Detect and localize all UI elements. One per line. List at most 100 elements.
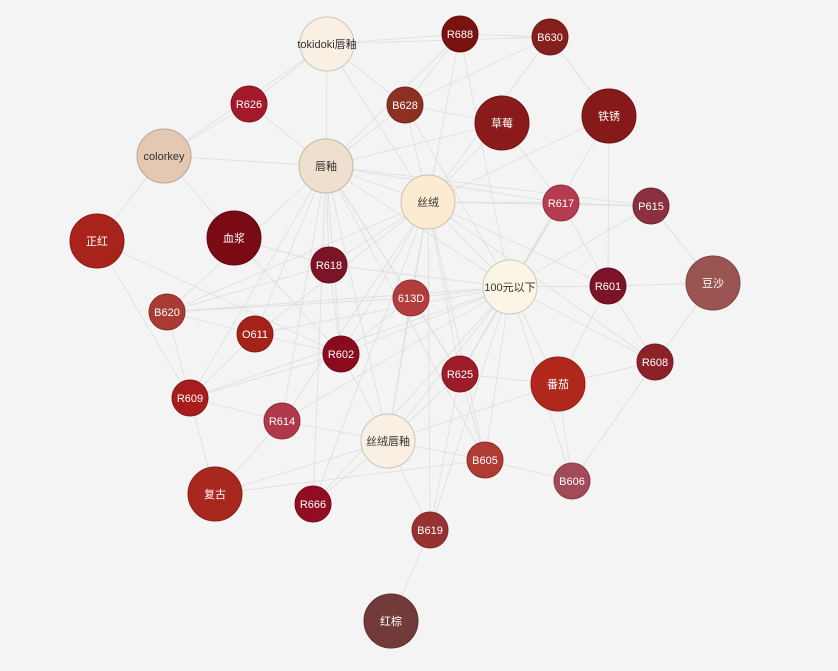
node-circle[interactable]	[171, 379, 209, 417]
node-circle[interactable]	[187, 466, 243, 522]
node-sirong[interactable]: 丝绒	[400, 174, 456, 230]
edge-sirong-P615	[427, 201, 652, 207]
node-circle[interactable]	[531, 18, 569, 56]
node-R602[interactable]: R602	[322, 335, 360, 373]
node-circle[interactable]	[400, 174, 456, 230]
node-fugu[interactable]: 复古	[187, 466, 243, 522]
node-circle[interactable]	[482, 259, 538, 315]
edge-sirong-R602	[340, 201, 429, 355]
node-circle[interactable]	[441, 15, 479, 53]
edge-chunyou-sirongchunyou	[325, 165, 389, 442]
node-circle[interactable]	[632, 187, 670, 225]
edge-sirong-R625	[427, 201, 461, 375]
node-chunyou[interactable]: 唇釉	[298, 138, 354, 194]
node-circle[interactable]	[392, 279, 430, 317]
node-circle[interactable]	[685, 255, 741, 311]
node-R688[interactable]: R688	[441, 15, 479, 53]
edge-R688-sirong	[427, 33, 461, 203]
edge-613D-B620	[166, 297, 412, 313]
node-circle[interactable]	[322, 335, 360, 373]
node-circle[interactable]	[441, 355, 479, 393]
node-circle[interactable]	[310, 246, 348, 284]
node-R614[interactable]: R614	[263, 402, 301, 440]
edge-sirong-R601	[427, 201, 609, 287]
node-R666[interactable]: R666	[294, 485, 332, 523]
node-R601[interactable]: R601	[589, 267, 627, 305]
edge-100yuan-R666	[312, 286, 511, 505]
node-tokidoki[interactable]: tokidoki唇釉	[297, 16, 357, 72]
edge-R688-100yuan	[459, 33, 511, 288]
node-circle[interactable]	[263, 402, 301, 440]
edge-B630-B628	[404, 36, 551, 106]
edge-tiexiu-sirong	[427, 115, 610, 203]
node-zhenghong[interactable]: 正红	[69, 213, 125, 269]
node-R617[interactable]: R617	[542, 184, 580, 222]
node-613D[interactable]: 613D	[392, 279, 430, 317]
node-xuejiang[interactable]: 血浆	[206, 210, 262, 266]
node-O611[interactable]: O611	[236, 315, 274, 353]
node-B628[interactable]: B628	[386, 86, 424, 124]
node-circle[interactable]	[136, 128, 192, 184]
node-circle[interactable]	[363, 593, 419, 649]
node-circle[interactable]	[294, 485, 332, 523]
node-R626[interactable]: R626	[230, 85, 268, 123]
node-tiexiu[interactable]: 铁锈	[581, 88, 637, 144]
node-R618[interactable]: R618	[310, 246, 348, 284]
node-circle[interactable]	[230, 85, 268, 123]
node-circle[interactable]	[553, 462, 591, 500]
edge-chunyou-R666	[312, 165, 327, 505]
node-circle[interactable]	[298, 138, 354, 194]
node-circle[interactable]	[411, 511, 449, 549]
edge-B619-R625	[429, 373, 461, 531]
edge-100yuan-B605	[484, 286, 511, 461]
node-B606[interactable]: B606	[553, 462, 591, 500]
node-circle[interactable]	[542, 184, 580, 222]
node-caomei[interactable]: 草莓	[474, 95, 530, 151]
node-100yuan[interactable]: 100元以下	[482, 259, 538, 315]
node-R625[interactable]: R625	[441, 355, 479, 393]
edge-sirongchunyou-fanqie	[387, 383, 559, 442]
node-circle[interactable]	[636, 343, 674, 381]
node-circle[interactable]	[236, 315, 274, 353]
node-circle[interactable]	[386, 86, 424, 124]
edge-chunyou-P615	[325, 165, 652, 207]
node-dousha[interactable]: 豆沙	[685, 255, 741, 311]
node-B605[interactable]: B605	[466, 441, 504, 479]
edge-sirong-R608	[427, 201, 656, 363]
node-R608[interactable]: R608	[636, 343, 674, 381]
edge-sirong-R666	[312, 201, 429, 505]
edge-sirong-B619	[427, 201, 431, 531]
node-circle[interactable]	[474, 95, 530, 151]
edge-R608-B606	[571, 361, 656, 482]
node-circle[interactable]	[466, 441, 504, 479]
node-circle[interactable]	[581, 88, 637, 144]
edge-sirong-B605	[427, 201, 486, 461]
node-B620[interactable]: B620	[148, 293, 186, 331]
edge-R618-B620	[166, 264, 330, 313]
node-circle[interactable]	[530, 356, 586, 412]
node-R609[interactable]: R609	[171, 379, 209, 417]
edge-layer	[96, 33, 714, 622]
edge-100yuan-O611	[254, 286, 511, 335]
edge-zhenghong-R609	[96, 240, 191, 399]
node-circle[interactable]	[589, 267, 627, 305]
edge-chunyou-R609	[189, 165, 327, 399]
edge-R618-100yuan	[328, 264, 511, 288]
node-sirongchunyou[interactable]: 丝绒唇釉	[360, 413, 416, 469]
node-circle[interactable]	[206, 210, 262, 266]
node-B630[interactable]: B630	[531, 18, 569, 56]
edge-tokidoki-B630	[326, 36, 551, 45]
node-colorkey[interactable]: colorkey	[136, 128, 192, 184]
node-fanqie[interactable]: 番茄	[530, 356, 586, 412]
node-B619[interactable]: B619	[411, 511, 449, 549]
node-circle[interactable]	[69, 213, 125, 269]
node-circle[interactable]	[360, 413, 416, 469]
node-P615[interactable]: P615	[632, 187, 670, 225]
edge-tokidoki-sirong	[326, 43, 429, 203]
edge-R602-R609	[189, 353, 342, 399]
node-hongzong[interactable]: 红棕	[363, 593, 419, 649]
node-circle[interactable]	[299, 16, 355, 72]
node-circle[interactable]	[148, 293, 186, 331]
edge-100yuan-R614	[281, 286, 511, 422]
